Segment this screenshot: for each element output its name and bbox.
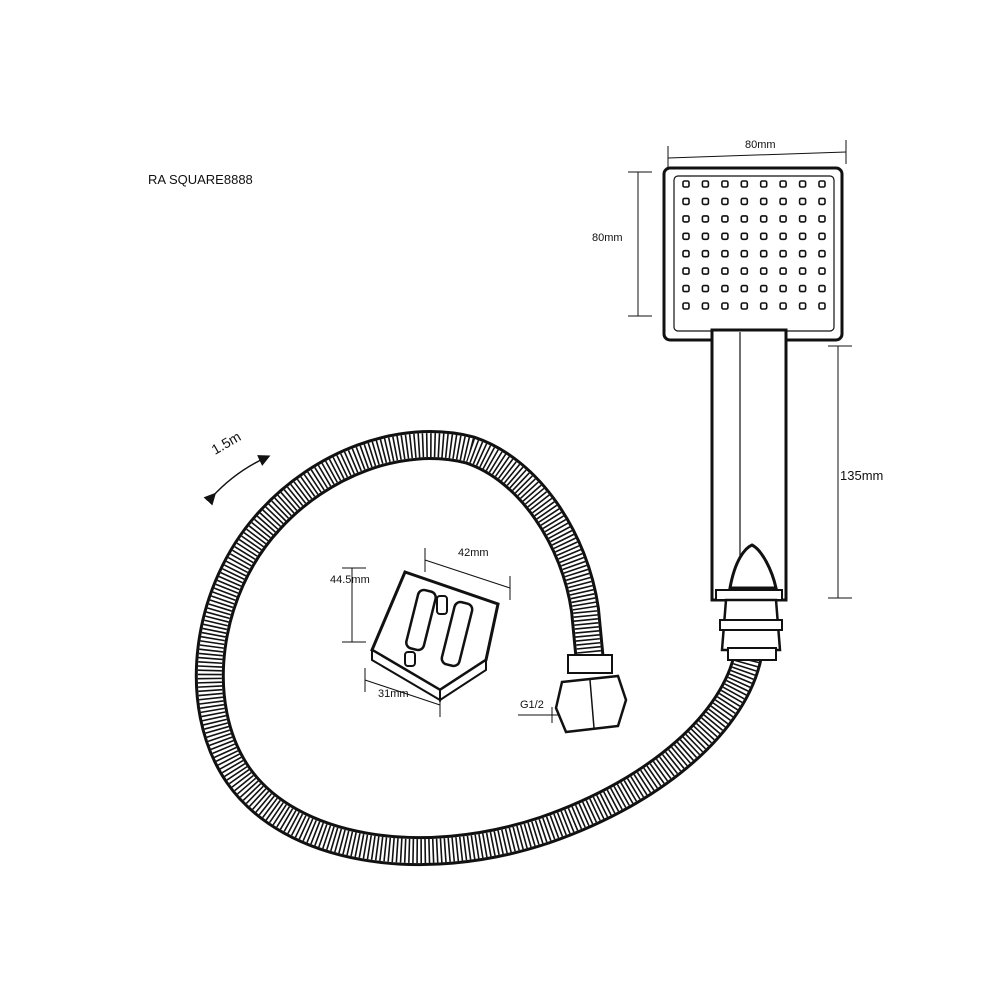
head-height-dimension: 80mm xyxy=(592,171,652,317)
shower-head xyxy=(662,166,844,342)
nozzle xyxy=(701,232,710,241)
nozzle xyxy=(682,249,690,258)
nozzle xyxy=(721,197,729,206)
nozzle xyxy=(759,180,768,188)
bracket-height-dimension: 44.5mm xyxy=(330,567,370,643)
nozzle xyxy=(740,284,749,293)
nozzle xyxy=(682,215,690,223)
nozzle xyxy=(779,267,787,275)
nozzle xyxy=(740,249,749,258)
nozzle xyxy=(701,302,710,310)
hose-nut xyxy=(554,654,628,734)
thread-label: G1/2 xyxy=(520,699,544,711)
nozzle xyxy=(682,197,690,206)
nozzle xyxy=(818,302,826,310)
nozzle xyxy=(779,302,787,310)
nozzle xyxy=(818,267,826,275)
nozzle xyxy=(740,267,749,275)
nozzle xyxy=(701,267,710,275)
nozzle xyxy=(682,302,690,310)
nozzle xyxy=(818,197,826,206)
nozzle xyxy=(701,249,710,258)
nozzle xyxy=(759,215,768,223)
shower-hose xyxy=(194,430,763,866)
nozzle xyxy=(779,232,787,241)
nozzle xyxy=(740,180,749,188)
nozzle xyxy=(721,284,729,293)
nozzle xyxy=(759,249,768,258)
nozzle xyxy=(721,232,729,241)
bracket-width-label: 42mm xyxy=(458,547,489,559)
nozzle xyxy=(759,267,768,275)
nozzle xyxy=(798,180,807,188)
nozzle xyxy=(798,232,807,241)
nozzle xyxy=(818,180,826,188)
nozzle xyxy=(740,197,749,206)
nozzle xyxy=(701,197,710,206)
bracket-width-dimension: 42mm xyxy=(424,547,511,600)
nozzle xyxy=(798,302,807,310)
nozzle xyxy=(779,215,787,223)
handle-connector xyxy=(719,598,783,661)
hose-length-callout: 1.5m xyxy=(203,428,271,506)
nozzle xyxy=(798,215,807,223)
nozzle xyxy=(682,267,690,275)
handle-length-dimension: 135mm xyxy=(828,345,883,599)
wall-bracket xyxy=(370,570,500,702)
nozzle xyxy=(798,197,807,206)
nozzle xyxy=(759,302,768,310)
head-height-label: 80mm xyxy=(592,232,623,244)
nozzle xyxy=(818,284,826,293)
nozzle xyxy=(798,267,807,275)
nozzle xyxy=(721,180,729,188)
nozzle xyxy=(740,232,749,241)
nozzle xyxy=(779,284,787,293)
nozzle xyxy=(779,249,787,258)
nozzle xyxy=(721,267,729,275)
nozzle xyxy=(740,302,749,310)
model-label: RA SQUARE8888 xyxy=(148,172,253,187)
nozzle xyxy=(701,180,710,188)
nozzle xyxy=(701,215,710,223)
nozzle xyxy=(818,249,826,258)
nozzle xyxy=(682,180,690,188)
nozzle xyxy=(818,232,826,241)
nozzle xyxy=(759,284,768,293)
bracket-depth-label: 31mm xyxy=(378,688,409,700)
shower-handle xyxy=(710,328,788,602)
thread-callout: G1/2 xyxy=(518,699,558,723)
nozzle xyxy=(798,284,807,293)
handle-length-label: 135mm xyxy=(840,468,883,483)
nozzle xyxy=(721,302,729,310)
hose-length-label: 1.5m xyxy=(209,428,244,457)
head-width-dimension: 80mm xyxy=(667,139,847,170)
nozzle-grid xyxy=(682,180,826,310)
bracket-height-label: 44.5mm xyxy=(330,574,370,586)
nozzle xyxy=(779,197,787,206)
head-width-label: 80mm xyxy=(745,139,776,151)
nozzle xyxy=(721,249,729,258)
nozzle xyxy=(759,197,768,206)
nozzle xyxy=(759,232,768,241)
nozzle xyxy=(798,249,807,258)
nozzle xyxy=(682,284,690,293)
nozzle xyxy=(740,215,749,223)
nozzle xyxy=(682,232,690,241)
nozzle xyxy=(779,180,787,188)
nozzle xyxy=(818,215,826,223)
nozzle xyxy=(721,215,729,223)
nozzle xyxy=(701,284,710,293)
bracket-depth-dimension: 31mm xyxy=(364,668,441,717)
